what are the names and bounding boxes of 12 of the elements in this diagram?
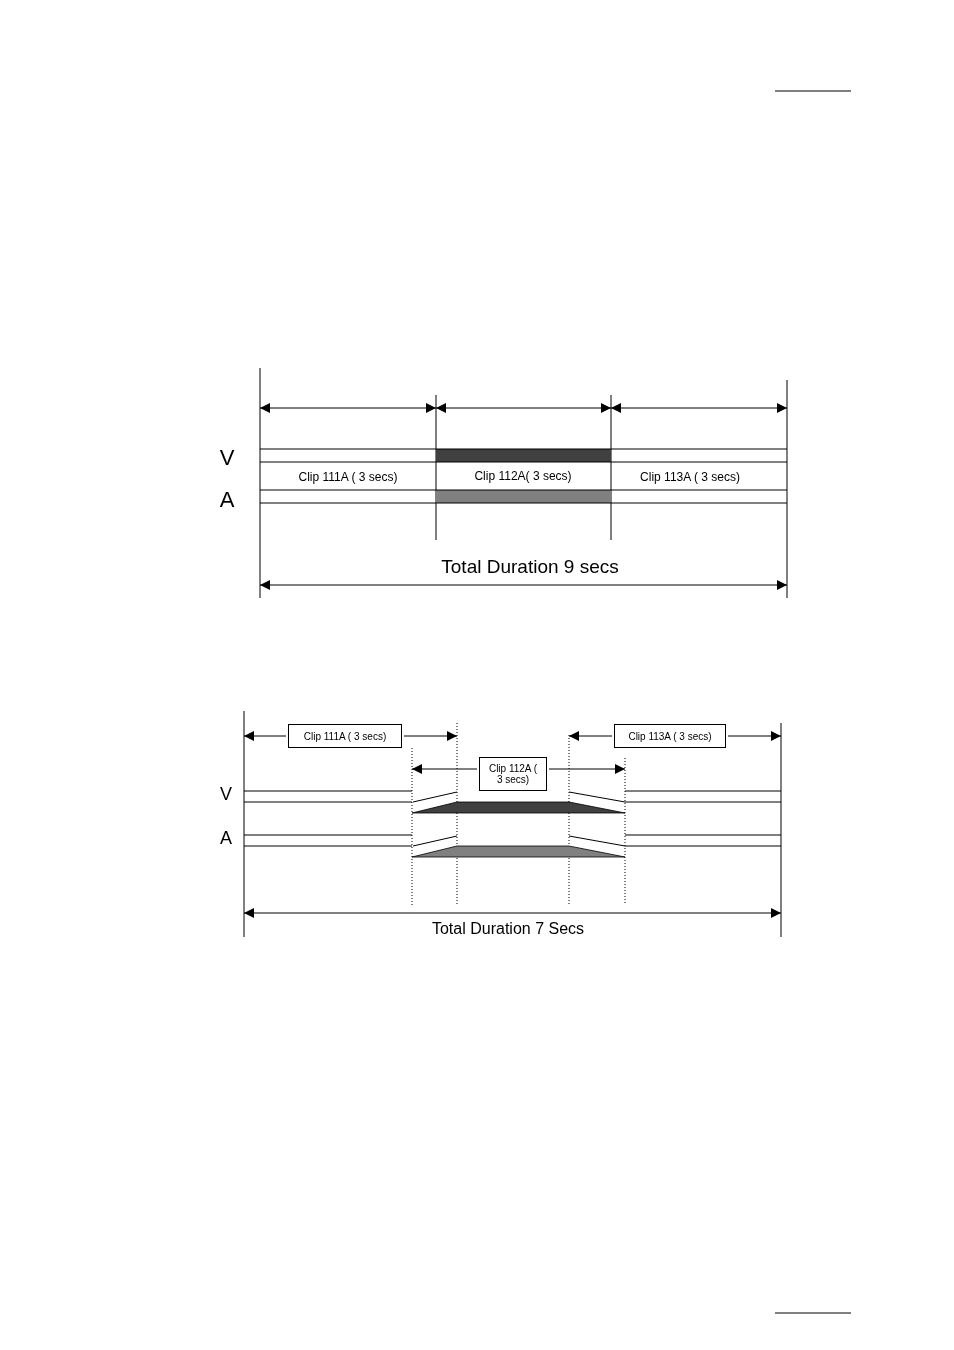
dimension-label: Clip 111A ( 3 secs) [288,724,402,748]
duration-label: Total Duration 9 secs [441,556,619,578]
duration-label: Total Duration 7 Secs [431,920,585,938]
dimension-label: Clip 112A ( 3 secs) [479,757,547,791]
track-label: V [220,783,232,805]
track-label: V [219,445,235,471]
dimension-label: Clip 113A ( 3 secs) [614,724,726,748]
track-label: A [220,827,232,849]
clip-label: Clip 112A( 3 secs) [474,469,572,483]
clip-label: Clip 111A ( 3 secs) [298,470,398,484]
clip-label: Clip 113A ( 3 secs) [640,470,740,484]
track-label: A [219,487,235,513]
